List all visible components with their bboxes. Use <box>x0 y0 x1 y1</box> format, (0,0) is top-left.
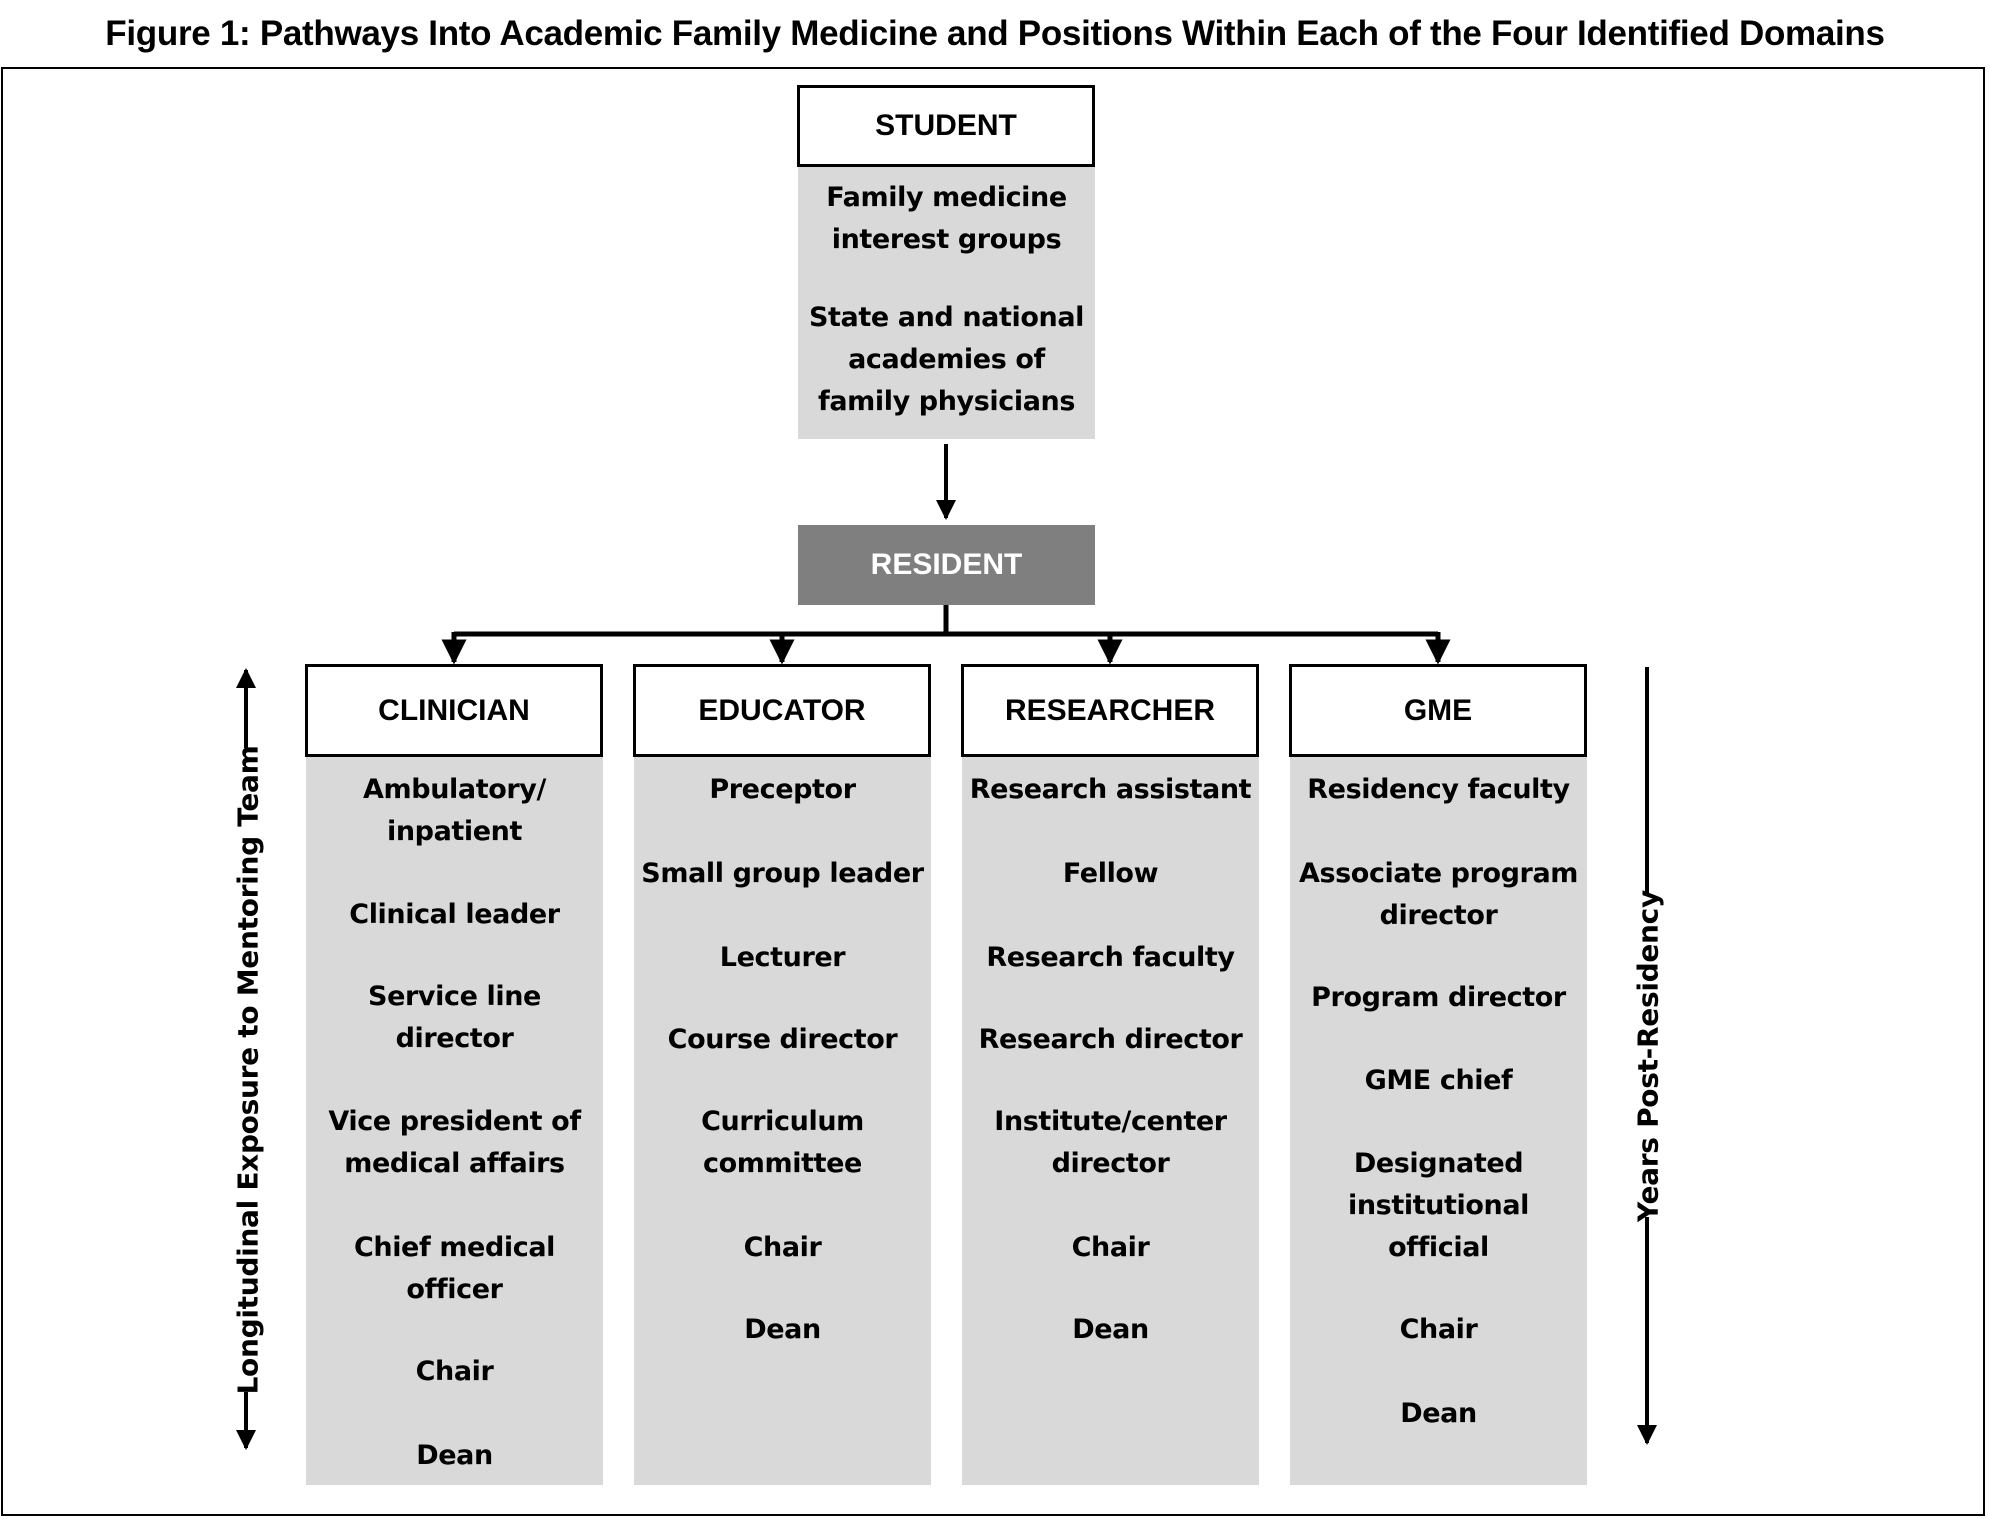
clinician-header: CLINICIAN <box>305 664 603 757</box>
student-item-0-line-1: interest groups <box>831 224 1062 255</box>
researcher-item-4: Institute/center director <box>962 1101 1259 1185</box>
educator-item-6-line-0: Dean <box>744 1314 821 1345</box>
clinician-item-3-line-1: medical affairs <box>344 1148 565 1179</box>
educator-item-1: Small group leader <box>634 853 931 895</box>
gme-item-2: Program director <box>1290 977 1587 1019</box>
student-label: STUDENT <box>875 109 1017 142</box>
gme-item-6-line-0: Dean <box>1400 1398 1477 1429</box>
researcher-item-2-line-0: Research faculty <box>986 942 1235 973</box>
educator-item-2-line-0: Lecturer <box>719 942 846 973</box>
gme-item-6: Dean <box>1290 1393 1587 1435</box>
figure-title: Figure 1: Pathways Into Academic Family … <box>105 14 1885 53</box>
clinician-item-2-line-1: director <box>395 1023 514 1054</box>
educator-item-4: Curriculum committee <box>634 1101 931 1185</box>
student-item-1-line-0: State and national <box>808 302 1084 333</box>
researcher-body: Research assistant Fellow Research facul… <box>962 757 1259 1485</box>
gme-body: Residency faculty Associate program dire… <box>1290 757 1587 1485</box>
educator-body: Preceptor Small group leader Lecturer Co… <box>634 757 931 1485</box>
researcher-item-0-line-0: Research assistant <box>969 774 1252 805</box>
resident-box: RESIDENT <box>798 525 1095 605</box>
gme-item-2-line-0: Program director <box>1311 982 1566 1013</box>
gme-item-0-line-0: Residency faculty <box>1307 774 1570 805</box>
clinician-item-6-line-0: Dean <box>416 1440 493 1471</box>
clinician-item-1: Clinical leader <box>306 894 603 936</box>
researcher-item-1: Fellow <box>962 853 1259 895</box>
educator-item-3-line-0: Course director <box>667 1024 898 1055</box>
gme-item-5: Chair <box>1290 1309 1587 1351</box>
clinician-item-4-line-0: Chief medical <box>353 1232 556 1263</box>
educator-item-0-line-0: Preceptor <box>709 774 856 805</box>
resident-label: RESIDENT <box>870 548 1023 581</box>
student-header: STUDENT <box>797 85 1095 167</box>
clinician-label: CLINICIAN <box>378 693 530 727</box>
clinician-item-2: Service line director <box>306 976 603 1060</box>
clinician-item-0-line-0: Ambulatory/ <box>363 774 546 805</box>
educator-item-5: Chair <box>634 1227 931 1269</box>
gme-item-4-line-1: institutional <box>1347 1190 1530 1221</box>
researcher-item-1-line-0: Fellow <box>1062 858 1159 889</box>
right-axis-label: Years Post-Residency <box>1631 890 1665 1222</box>
gme-item-1-line-0: Associate program <box>1298 858 1579 889</box>
clinician-item-0-line-1: inpatient <box>386 816 523 847</box>
student-item-1-line-1: academies of <box>848 344 1045 375</box>
educator-item-4-line-0: Curriculum <box>701 1106 864 1137</box>
educator-item-4-line-1: committee <box>703 1148 862 1179</box>
educator-item-5-line-0: Chair <box>743 1232 822 1263</box>
researcher-item-5-line-0: Chair <box>1071 1232 1150 1263</box>
student-item-0: Family medicine interest groups <box>798 177 1095 261</box>
researcher-item-6: Dean <box>962 1309 1259 1351</box>
clinician-item-3-line-0: Vice president of <box>328 1106 581 1137</box>
left-axis-label: Longitudinal Exposure to Mentoring Team <box>231 745 265 1395</box>
researcher-item-2: Research faculty <box>962 937 1259 979</box>
educator-item-3: Course director <box>634 1019 931 1061</box>
clinician-body: Ambulatory/ inpatient Clinical leader Se… <box>306 757 603 1485</box>
clinician-item-4-line-1: officer <box>406 1274 503 1305</box>
student-body: Family medicine interest groups State an… <box>798 167 1095 439</box>
educator-item-0: Preceptor <box>634 769 931 811</box>
researcher-label: RESEARCHER <box>1004 693 1216 727</box>
clinician-item-2-line-0: Service line <box>368 981 541 1012</box>
researcher-item-4-line-1: director <box>1051 1148 1170 1179</box>
gme-item-1: Associate program director <box>1290 853 1587 937</box>
gme-item-0: Residency faculty <box>1290 769 1587 811</box>
figure-frame <box>1 67 1985 1516</box>
gme-item-1-line-1: director <box>1379 900 1498 931</box>
researcher-item-5: Chair <box>962 1227 1259 1269</box>
gme-item-4: Designated institutional official <box>1290 1143 1587 1269</box>
clinician-item-4: Chief medical officer <box>306 1227 603 1311</box>
gme-item-4-line-2: official <box>1388 1232 1489 1263</box>
student-item-1: State and national academies of family p… <box>798 297 1095 423</box>
clinician-item-5: Chair <box>306 1351 603 1393</box>
gme-item-3-line-0: GME chief <box>1364 1065 1513 1096</box>
clinician-item-1-line-0: Clinical leader <box>349 899 560 930</box>
educator-item-1-line-0: Small group leader <box>641 858 924 889</box>
researcher-item-6-line-0: Dean <box>1072 1314 1149 1345</box>
gme-label: GME <box>1403 693 1473 727</box>
gme-item-5-line-0: Chair <box>1399 1314 1478 1345</box>
student-item-1-line-2: family physicians <box>817 386 1076 417</box>
educator-item-2: Lecturer <box>634 937 931 979</box>
researcher-header: RESEARCHER <box>961 664 1259 757</box>
clinician-item-6: Dean <box>306 1435 603 1477</box>
clinician-item-5-line-0: Chair <box>415 1356 494 1387</box>
clinician-item-3: Vice president of medical affairs <box>306 1101 603 1185</box>
researcher-item-3-line-0: Research director <box>978 1024 1243 1055</box>
student-item-0-line-0: Family medicine <box>826 182 1067 213</box>
educator-item-6: Dean <box>634 1309 931 1351</box>
clinician-item-0: Ambulatory/ inpatient <box>306 769 603 853</box>
gme-item-4-line-0: Designated <box>1353 1148 1524 1179</box>
educator-header: EDUCATOR <box>633 664 931 757</box>
researcher-item-4-line-0: Institute/center <box>994 1106 1227 1137</box>
researcher-item-0: Research assistant <box>962 769 1259 811</box>
educator-label: EDUCATOR <box>698 693 866 727</box>
researcher-item-3: Research director <box>962 1019 1259 1061</box>
gme-item-3: GME chief <box>1290 1060 1587 1102</box>
gme-header: GME <box>1289 664 1587 757</box>
